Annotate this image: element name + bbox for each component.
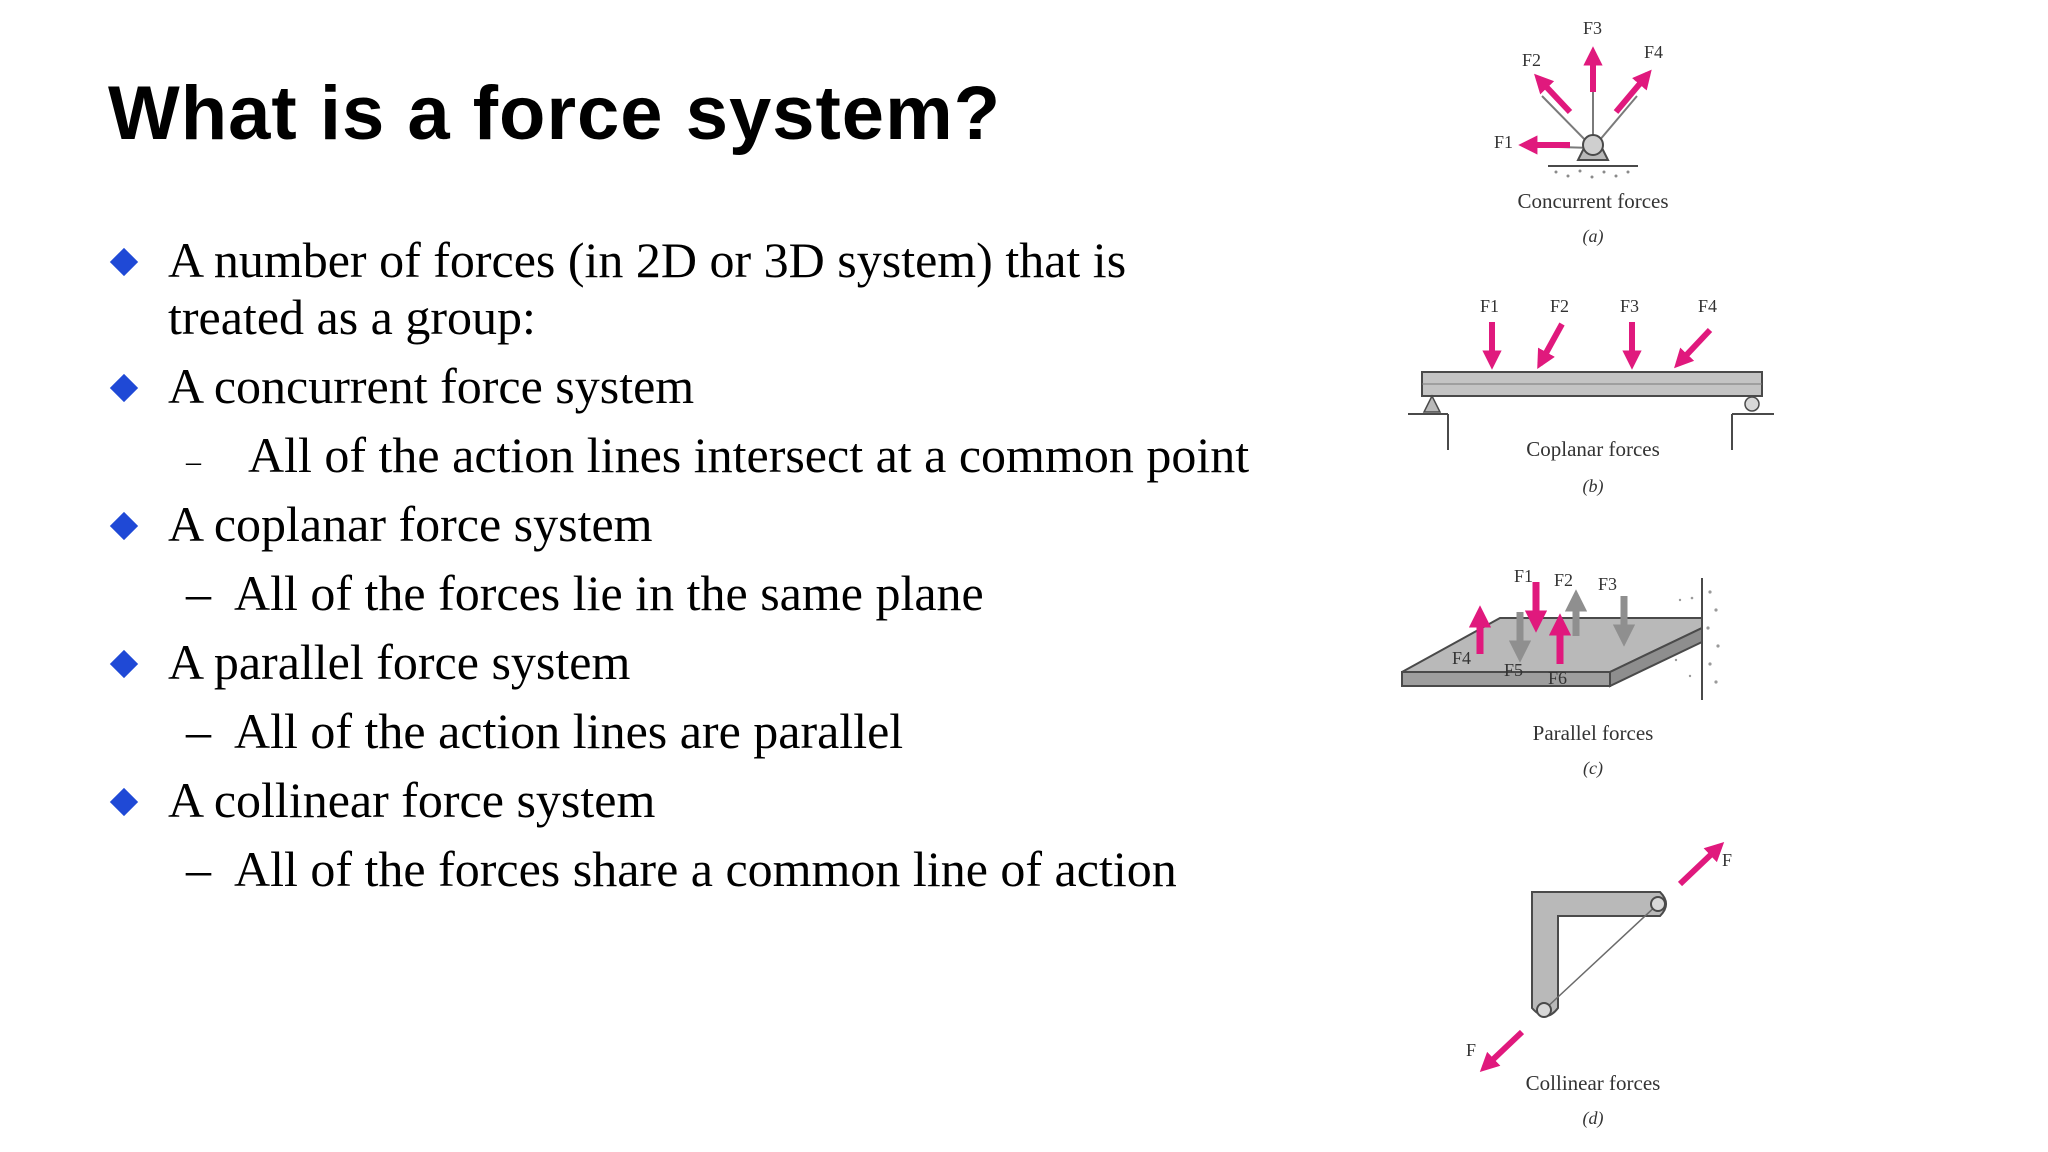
caption-coplanar: Coplanar forces <box>1526 437 1660 461</box>
label-coplanar-f2: F2 <box>1550 296 1569 316</box>
bullet-item: A concurrent force system <box>108 358 1258 415</box>
force-arrow-f2 <box>1537 322 1565 370</box>
bullet-item: A collinear force system <box>108 772 1258 829</box>
bullet-item: A number of forces (in 2D or 3D system) … <box>108 232 1258 346</box>
force-arrow-f-upper <box>1677 842 1725 887</box>
label-concurrent-f3: F3 <box>1583 18 1602 38</box>
sub-bullet-item: – All of the action lines intersect at a… <box>108 427 1258 484</box>
coplanar-force-arrows <box>1482 322 1713 370</box>
label-parallel-f2: F2 <box>1554 570 1573 590</box>
concurrent-forces-diagram: F1 F2 F3 F4 Concurrent forces (a) <box>1494 18 1669 247</box>
bullet-text: A collinear force system <box>168 772 656 828</box>
parallel-force-arrows-gray <box>1508 589 1636 663</box>
label-parallel-f4: F4 <box>1452 648 1471 668</box>
dash-icon: – <box>186 445 201 478</box>
parallel-forces-diagram: F1 F2 F3 F4 F5 F6 Parallel forces (c) <box>1401 566 1720 779</box>
concurrent-pin <box>1582 134 1604 156</box>
caption-collinear: Collinear forces <box>1526 1071 1661 1095</box>
force-arrow-f4 <box>1613 69 1652 114</box>
collinear-pin-upper <box>1650 896 1666 912</box>
tag-coplanar: (b) <box>1583 476 1604 497</box>
bullet-text: A parallel force system <box>168 634 631 690</box>
bullet-list: A number of forces (in 2D or 3D system) … <box>108 232 1258 910</box>
label-parallel-f3: F3 <box>1598 574 1617 594</box>
bullet-diamond-icon <box>109 649 139 679</box>
dash-icon: – <box>186 841 211 897</box>
caption-parallel: Parallel forces <box>1533 721 1654 745</box>
bullet-text: A number of forces (in 2D or 3D system) … <box>168 232 1127 345</box>
coplanar-forces-diagram: F1 F2 F3 F4 Coplanar forces (b) <box>1408 296 1774 497</box>
bullet-item: A coplanar force system <box>108 496 1258 553</box>
collinear-bracket <box>1531 891 1667 1017</box>
label-coplanar-f3: F3 <box>1620 296 1639 316</box>
label-parallel-f1: F1 <box>1514 566 1533 586</box>
collinear-action-line <box>1543 903 1659 1011</box>
sub-bullet-text: All of the forces share a common line of… <box>234 841 1177 897</box>
bullet-diamond-icon <box>109 787 139 817</box>
bullet-text: A concurrent force system <box>168 358 695 414</box>
bullet-item: A parallel force system <box>108 634 1258 691</box>
tag-parallel: (c) <box>1583 758 1603 779</box>
sub-bullet-text: All of the action lines intersect at a c… <box>248 427 1250 483</box>
caption-concurrent: Concurrent forces <box>1517 189 1668 213</box>
label-concurrent-f1: F1 <box>1494 132 1513 152</box>
bullet-diamond-icon <box>109 247 139 277</box>
label-concurrent-f2: F2 <box>1522 50 1541 70</box>
dash-icon: – <box>186 703 211 759</box>
tag-collinear: (d) <box>1583 1108 1604 1129</box>
sub-bullet-item: – All of the action lines are parallel <box>108 703 1258 760</box>
force-arrow-f4 <box>1674 327 1713 369</box>
collinear-forces-diagram: F F Collinear forces (d) <box>1466 842 1732 1129</box>
sub-bullet-text: All of the forces lie in the same plane <box>234 565 984 621</box>
label-collinear-f-upper: F <box>1722 850 1732 870</box>
bullet-text: A coplanar force system <box>168 496 653 552</box>
tag-concurrent: (a) <box>1583 226 1604 247</box>
concurrent-force-arrows <box>1518 46 1652 155</box>
force-system-figures: F1 F2 F3 F4 Concurrent forces (a) <box>1401 18 1774 1129</box>
sub-bullet-text: All of the action lines are parallel <box>234 703 904 759</box>
concurrent-cables <box>1521 84 1638 149</box>
force-arrow-f-lower <box>1479 1029 1525 1072</box>
collinear-pin-lower <box>1536 1002 1552 1018</box>
label-coplanar-f1: F1 <box>1480 296 1499 316</box>
sub-bullet-item: – All of the forces share a common line … <box>108 841 1258 898</box>
label-parallel-f5: F5 <box>1504 660 1523 680</box>
concurrent-ground-hatch <box>1554 169 1630 179</box>
coplanar-right-support <box>1731 396 1774 450</box>
label-coplanar-f4: F4 <box>1698 296 1717 316</box>
coplanar-left-support <box>1408 394 1449 450</box>
dash-icon: – <box>186 565 211 621</box>
collinear-force-arrows <box>1479 842 1725 1072</box>
label-collinear-f-lower: F <box>1466 1040 1476 1060</box>
force-arrow-f2 <box>1534 73 1573 115</box>
bullet-diamond-icon <box>109 511 139 541</box>
sub-bullet-item: – All of the forces lie in the same plan… <box>108 565 1258 622</box>
label-parallel-f6: F6 <box>1548 668 1567 688</box>
label-concurrent-f4: F4 <box>1644 42 1663 62</box>
bullet-diamond-icon <box>109 373 139 403</box>
parallel-force-arrows-up <box>1468 605 1572 664</box>
slide-title: What is a force system? <box>108 71 1002 156</box>
